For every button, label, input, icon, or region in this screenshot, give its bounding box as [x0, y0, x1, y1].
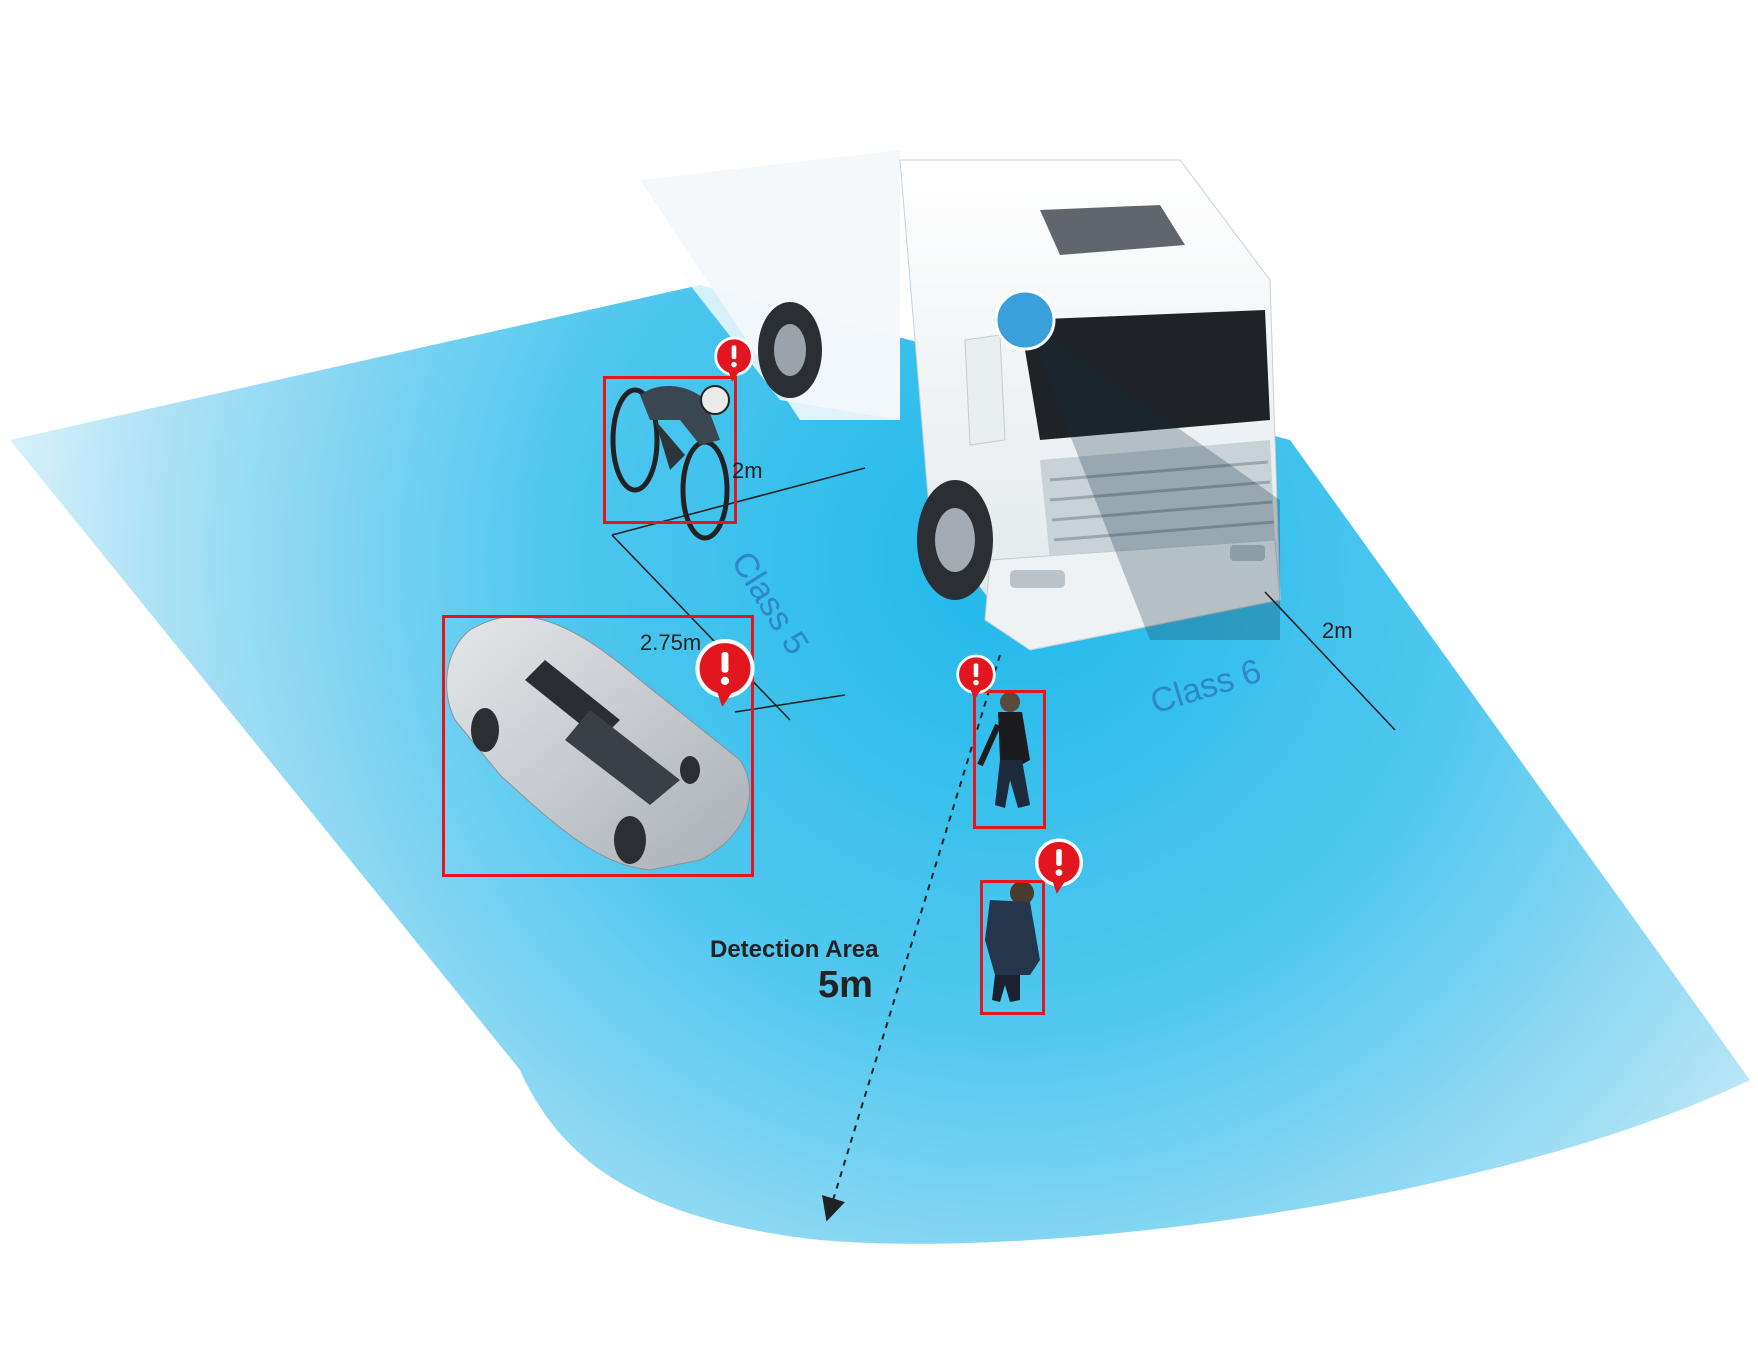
truck-illustration [570, 120, 1281, 651]
detection-area-value: 5m [818, 964, 873, 1006]
pedestrian-2-detection-box [980, 880, 1045, 1015]
detection-area [10, 285, 1750, 1244]
pedestrian-1-illustration [977, 692, 1030, 808]
pedestrian-1-alert-icon [956, 654, 996, 700]
pedestrian-2-illustration [985, 881, 1040, 1002]
cyclist-distance-label: 2m [732, 458, 763, 483]
car-alert-icon [695, 638, 755, 707]
cyclist-alert-icon [714, 336, 754, 382]
car-detection-box [442, 615, 754, 877]
right-distance-label: 2m [1322, 618, 1353, 643]
car-illustration [446, 615, 751, 871]
cyclist-illustration [610, 385, 730, 541]
detection-area-title: Detection Area [710, 936, 879, 963]
pedestrian-2-alert-icon [1035, 838, 1083, 894]
car-distance-label: 2.75m [640, 630, 702, 655]
pedestrian-1-detection-box [973, 690, 1046, 829]
cyclist-detection-box [603, 376, 737, 524]
camera-sensor-icon [994, 289, 1056, 351]
detection-radius-arrow [822, 654, 1001, 1222]
